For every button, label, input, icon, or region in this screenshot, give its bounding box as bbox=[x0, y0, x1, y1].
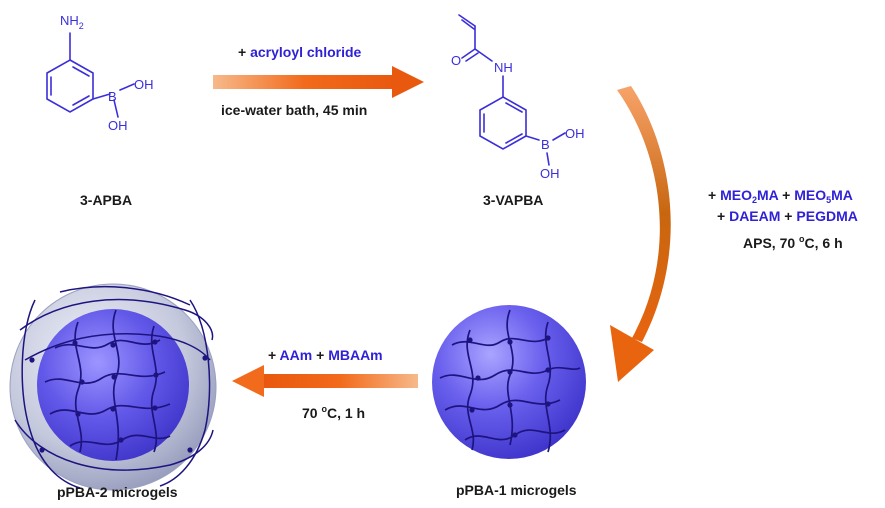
arrow-step1 bbox=[213, 66, 424, 98]
apba-oh1-label: OH bbox=[134, 77, 154, 92]
apba-nh2-label: NH2 bbox=[60, 13, 84, 31]
pbd1-microgel bbox=[432, 305, 586, 459]
step3-conditions: 70 oC, 1 h bbox=[302, 404, 366, 421]
step2-reagents-line1: + MEO2MA + MEO5MA bbox=[708, 187, 853, 205]
apba-b-label: B bbox=[108, 89, 117, 104]
pbd2-microgel bbox=[9, 283, 217, 491]
arrow-step3 bbox=[232, 365, 418, 397]
apba-oh2-label: OH bbox=[108, 118, 128, 133]
arrow-step2 bbox=[610, 86, 671, 382]
vapba-oh1-label: OH bbox=[565, 126, 585, 141]
step2-reagents-line2: + DAEAM + PEGDMA bbox=[717, 208, 858, 224]
vapba-oh2-label: OH bbox=[540, 166, 560, 181]
vapba-nh-label: NH bbox=[494, 60, 513, 75]
label-vapba: 3-VAPBA bbox=[483, 192, 544, 208]
vapba-structure bbox=[458, 14, 566, 166]
step1-conditions: ice-water bath, 45 min bbox=[221, 102, 368, 118]
vapba-b-label: B bbox=[541, 137, 550, 152]
vapba-o-label: O bbox=[451, 53, 461, 68]
label-pbd2: pPBA-2 microgels bbox=[57, 484, 178, 500]
label-pbd1: pPBA-1 microgels bbox=[456, 482, 577, 498]
step3-reagents: + AAm + MBAAm bbox=[268, 347, 383, 363]
step2-conditions: APS, 70 oC, 6 h bbox=[743, 234, 843, 251]
apba-structure bbox=[46, 32, 135, 118]
label-apba: 3-APBA bbox=[80, 192, 133, 208]
step1-reagent: + acryloyl chloride bbox=[238, 44, 362, 60]
